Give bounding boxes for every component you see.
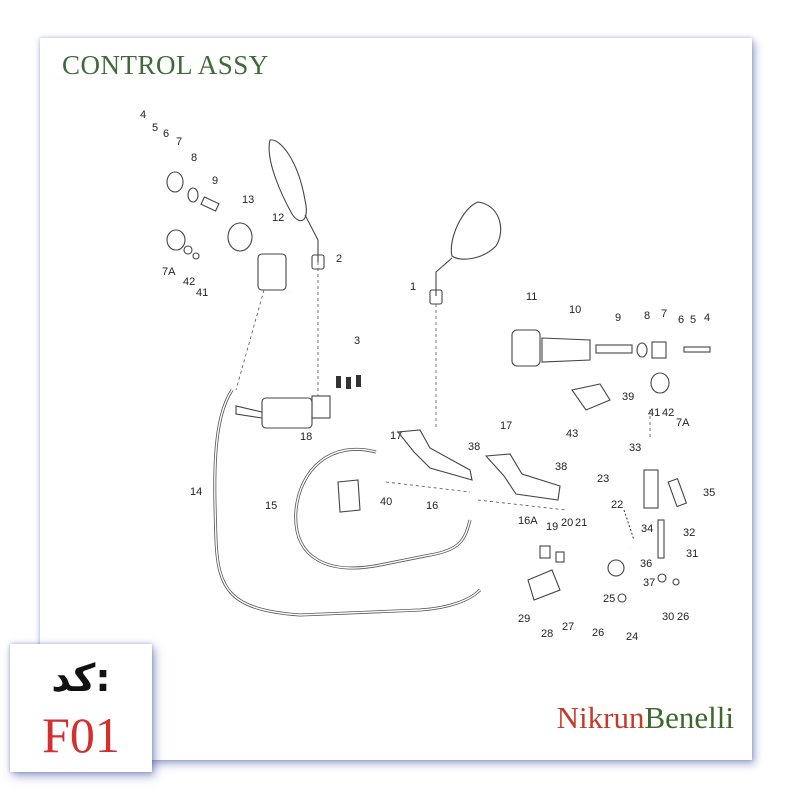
part-label: 12: [272, 212, 284, 224]
part-label: 39: [622, 391, 634, 403]
diagram-card: [40, 38, 752, 760]
part-label: 3: [354, 335, 360, 347]
part-label: 6: [163, 128, 169, 140]
part-label: 40: [380, 496, 392, 508]
part-label: 16: [426, 500, 438, 512]
part-label: 41: [648, 407, 660, 419]
part-label: 43: [566, 428, 578, 440]
part-label: 32: [683, 527, 695, 539]
part-label: 9: [615, 312, 621, 324]
part-label: 26: [677, 611, 689, 623]
part-label: 41: [196, 287, 208, 299]
part-label: 28: [541, 628, 553, 640]
part-label: 33: [629, 442, 641, 454]
part-label: 11: [526, 291, 537, 303]
part-label: 7A: [676, 417, 690, 429]
part-label: 7: [661, 308, 667, 320]
part-label: 8: [191, 152, 197, 164]
part-label: 20: [561, 517, 573, 529]
part-label: 18: [300, 431, 312, 443]
part-label: 36: [640, 558, 652, 570]
part-label: 38: [468, 441, 480, 453]
right-grip-parts: [511, 329, 711, 411]
code-value: F01: [42, 707, 120, 763]
left-switch-housing: [257, 253, 287, 291]
part-label: 35: [703, 487, 715, 499]
left-mirror: [268, 139, 325, 270]
leader-line: [477, 499, 567, 511]
part-label: 34: [641, 523, 653, 535]
part-label: 37: [643, 577, 655, 589]
part-label: 38: [555, 461, 567, 473]
brake-levers: [337, 429, 561, 513]
part-label: 13: [242, 194, 254, 206]
part-label: 6: [678, 314, 684, 326]
right-mirror: [429, 201, 502, 305]
part-label: 31: [686, 548, 698, 560]
code-box: کد: F01: [10, 644, 152, 772]
code-label: کد:: [51, 656, 111, 700]
brand-logo: NikrunBenelli: [557, 700, 734, 736]
part-label: 5: [690, 314, 696, 326]
part-label: 16A: [518, 515, 538, 527]
leader-line: [385, 481, 471, 493]
part-label: 22: [611, 499, 623, 511]
part-label: 7: [176, 136, 182, 148]
brake-pedal-assembly: [527, 469, 688, 603]
left-grip-parts: [166, 171, 253, 260]
brand-part2: Benelli: [644, 700, 734, 735]
part-label: 25: [603, 593, 615, 605]
part-label: 4: [704, 312, 710, 324]
part-label: 8: [644, 310, 650, 322]
part-label: 23: [597, 473, 609, 485]
part-label: 5: [152, 122, 158, 134]
part-label: 19: [546, 521, 558, 533]
part-label: 42: [662, 407, 674, 419]
master-cylinder: [235, 395, 331, 429]
part-label: 27: [562, 621, 574, 633]
part-label: 24: [626, 631, 638, 643]
part-label: 17: [390, 430, 402, 442]
part-label: 7A: [162, 266, 176, 278]
leader-line: [235, 289, 265, 391]
part-label: 15: [265, 500, 277, 512]
part-label: 14: [190, 486, 202, 498]
part-label: 2: [336, 253, 342, 265]
handlebar: [286, 287, 501, 394]
part-label: 1: [410, 281, 416, 293]
part-label: 4: [140, 109, 146, 121]
part-label: 29: [518, 613, 530, 625]
page-title: CONTROL ASSY: [62, 50, 269, 80]
part-label: 30: [662, 611, 674, 623]
part-label: 17: [500, 420, 512, 432]
part-label: 10: [569, 304, 581, 316]
part-label: 21: [575, 517, 587, 529]
control-cables: [213, 389, 482, 617]
part-label: 42: [183, 276, 195, 288]
brand-part1: Nikrun: [556, 700, 645, 735]
part-label: 9: [212, 175, 218, 187]
part-label: 26: [592, 627, 604, 639]
